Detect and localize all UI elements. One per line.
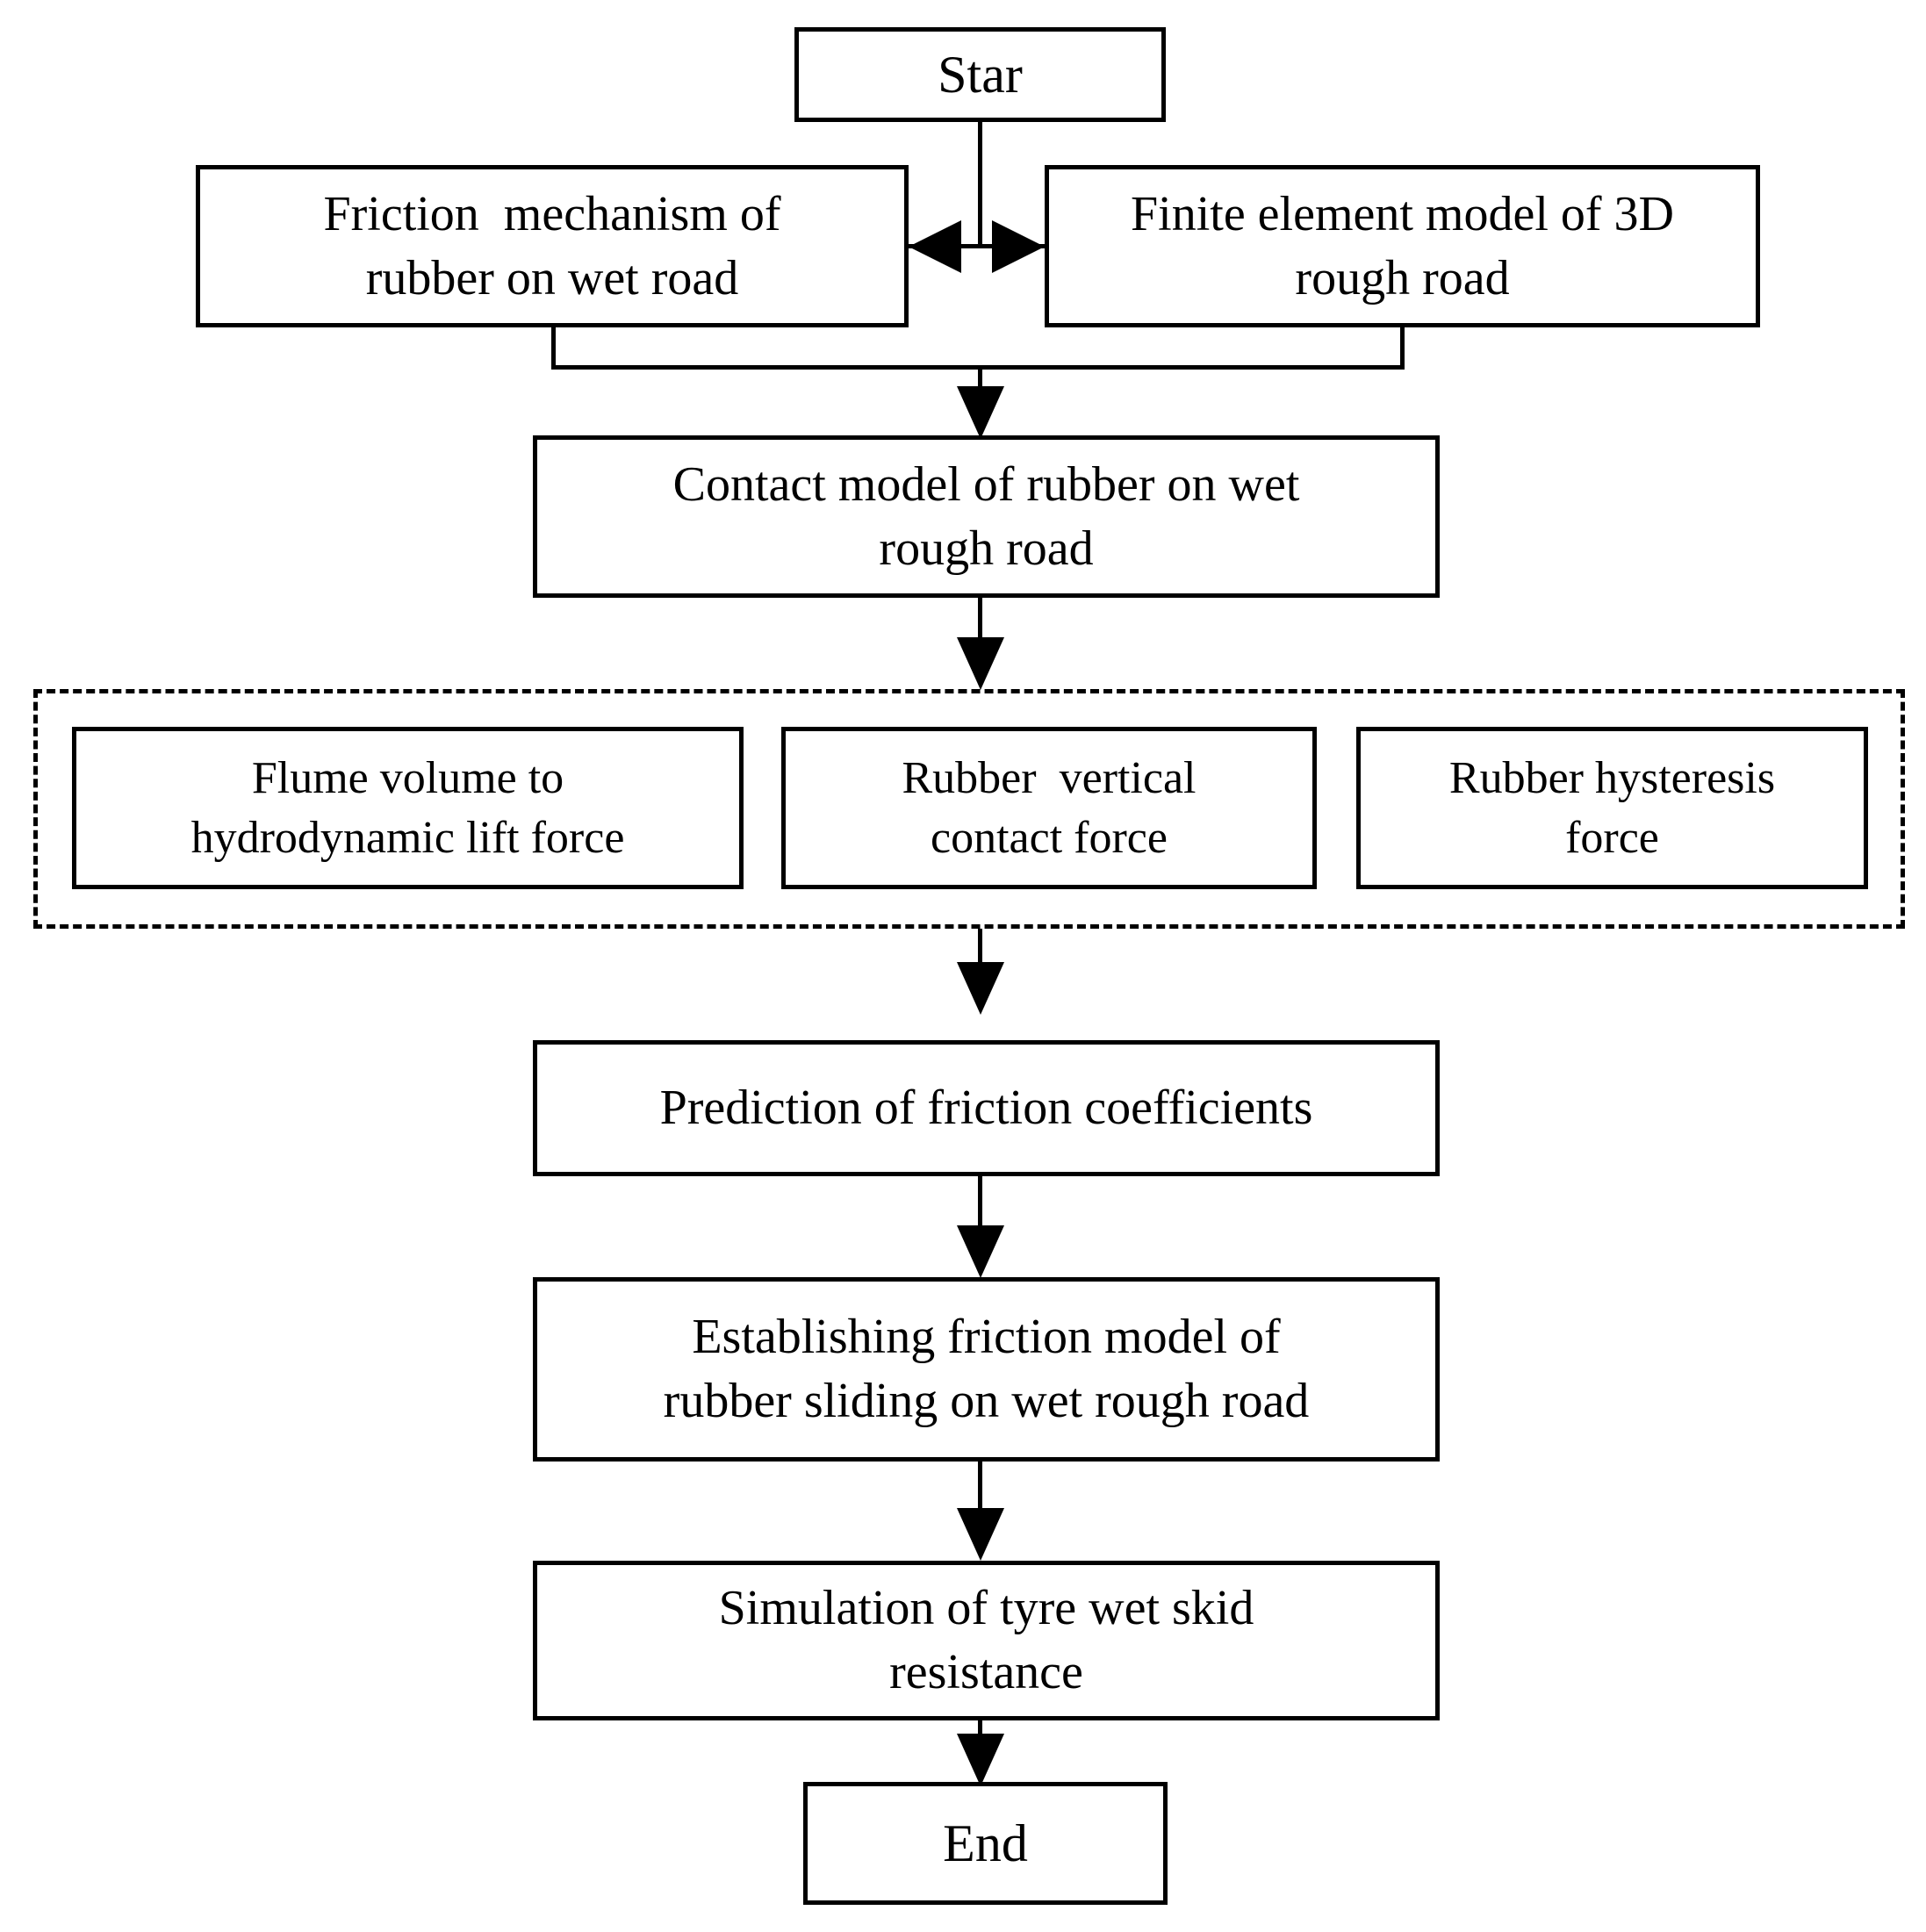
- connector-group-to-prediction: [978, 929, 982, 964]
- node-establishing-label: Establishing friction model of rubber sl…: [663, 1310, 1310, 1428]
- connector-prediction-to-establishing-arrowhead: [957, 1225, 1004, 1278]
- connector-group-to-prediction-arrowhead: [957, 962, 1004, 1015]
- node-simulation-label: Simulation of tyre wet skid resistance: [718, 1581, 1254, 1699]
- node-rubber-hysteresis[interactable]: Rubber hysteresis force: [1356, 727, 1868, 889]
- connector-finite-stub: [1400, 327, 1405, 370]
- node-start[interactable]: Star: [794, 27, 1166, 122]
- node-rubber-hysteresis-label: Rubber hysteresis force: [1448, 752, 1776, 863]
- node-simulation[interactable]: Simulation of tyre wet skid resistance: [533, 1561, 1440, 1720]
- node-contact-model-label: Contact model of rubber on wet rough roa…: [672, 456, 1300, 576]
- node-end-label: End: [943, 1814, 1028, 1872]
- connector-prediction-to-establishing: [978, 1176, 982, 1229]
- connector-merge-arrowhead: [957, 386, 1004, 439]
- connector-establishing-to-simulation-arrowhead: [957, 1508, 1004, 1561]
- node-contact-model[interactable]: Contact model of rubber on wet rough roa…: [533, 435, 1440, 598]
- node-rubber-vertical[interactable]: Rubber vertical contact force: [781, 727, 1317, 889]
- connector-start-down: [978, 122, 982, 247]
- connector-bidirectional-arrowhead-left: [909, 220, 961, 273]
- node-flume-volume[interactable]: Flume volume to hydrodynamic lift force: [72, 727, 744, 889]
- group-force-components: [33, 689, 1905, 929]
- connector-simulation-to-end-arrowhead: [957, 1734, 1004, 1786]
- node-establishing[interactable]: Establishing friction model of rubber sl…: [533, 1277, 1440, 1462]
- connector-bidirectional-arrowhead-right: [992, 220, 1045, 273]
- node-prediction[interactable]: Prediction of friction coefficients: [533, 1040, 1440, 1176]
- node-finite-element-label: Finite element model of 3D rough road: [1131, 186, 1674, 305]
- node-friction-mechanism[interactable]: Friction mechanism of rubber on wet road: [196, 165, 909, 327]
- node-end[interactable]: End: [803, 1782, 1168, 1905]
- connector-friction-stub: [551, 327, 556, 370]
- connector-contact-to-group-arrowhead: [957, 637, 1004, 690]
- node-flume-volume-label: Flume volume to hydrodynamic lift force: [190, 752, 625, 863]
- connector-establishing-to-simulation: [978, 1462, 982, 1510]
- node-finite-element[interactable]: Finite element model of 3D rough road: [1045, 165, 1760, 327]
- connector-bidirectional-shaft: [909, 244, 1045, 248]
- node-prediction-label: Prediction of friction coefficients: [659, 1081, 1313, 1136]
- node-rubber-vertical-label: Rubber vertical contact force: [902, 752, 1197, 863]
- connector-merge-down: [978, 365, 982, 391]
- node-start-label: Star: [938, 46, 1023, 104]
- node-friction-mechanism-label: Friction mechanism of rubber on wet road: [323, 186, 781, 305]
- connector-contact-to-group: [978, 598, 982, 642]
- connector-simulation-to-end: [978, 1720, 982, 1738]
